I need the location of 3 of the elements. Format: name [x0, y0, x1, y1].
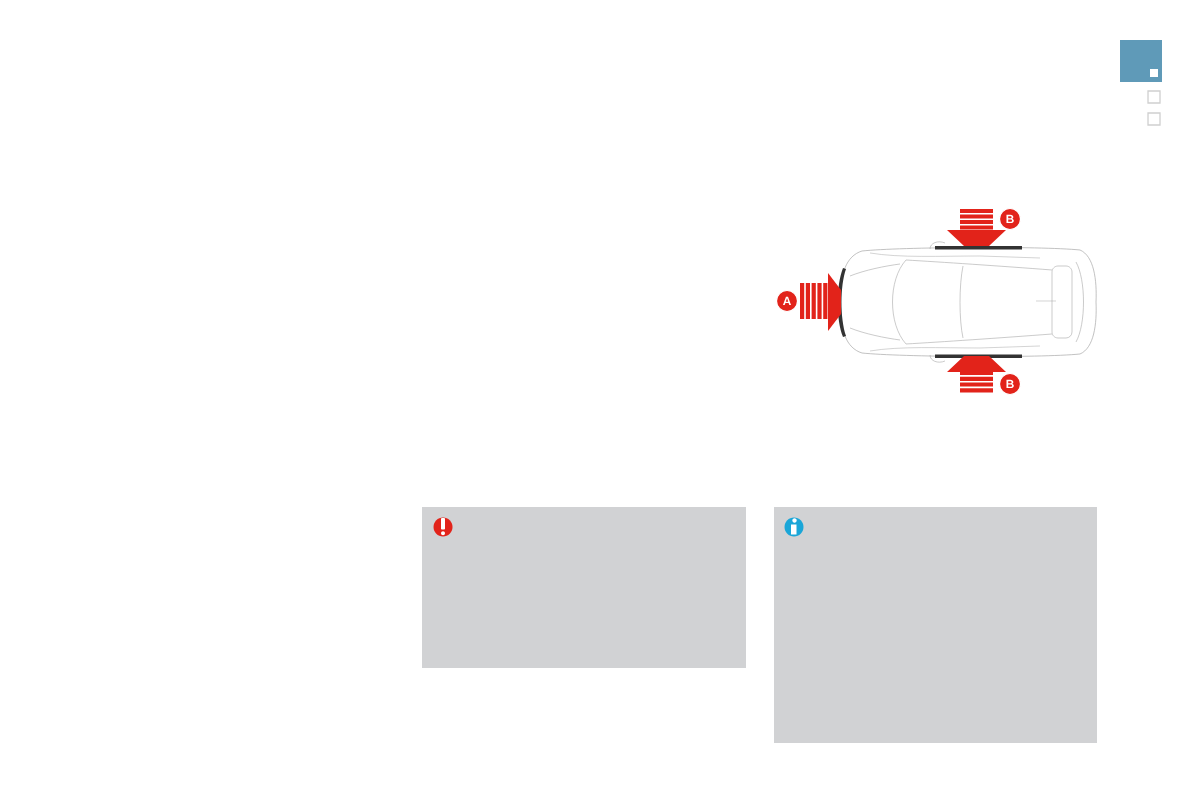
callout-letter: B — [998, 372, 1022, 396]
callout-letter: B — [998, 207, 1022, 231]
callout-letter: A — [775, 289, 799, 313]
